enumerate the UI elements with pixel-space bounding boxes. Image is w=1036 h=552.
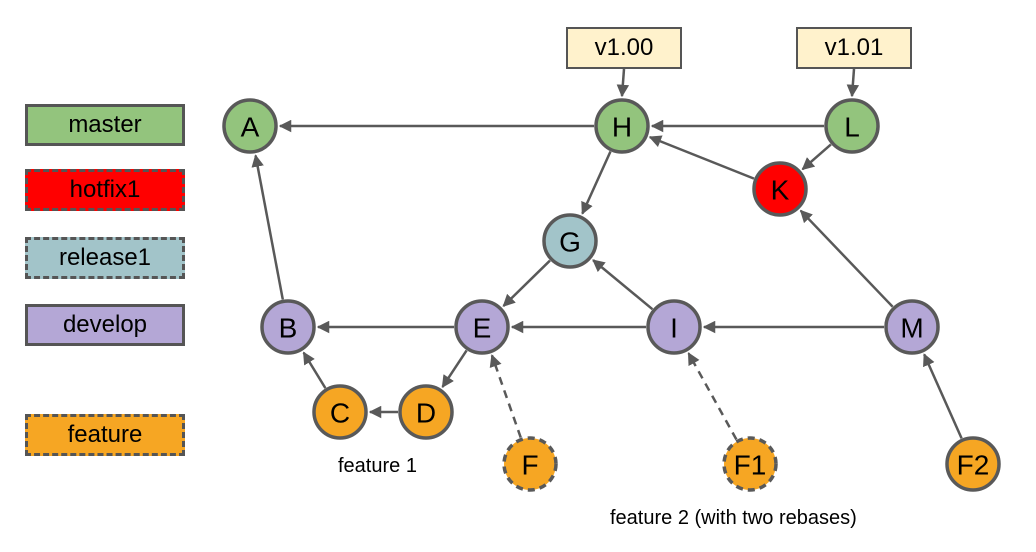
legend-feature-label: feature [67, 421, 143, 448]
commit-circle [222, 98, 278, 154]
commit-node-f1: F1 [722, 436, 778, 492]
tag-v1-00: v1.00 [566, 27, 682, 69]
commit-node-l: L [824, 98, 880, 154]
commit-circle [722, 436, 778, 492]
legend-feature: feature [25, 414, 185, 456]
commit-node-g: G [542, 213, 598, 269]
commit-circle [398, 384, 454, 440]
legend-develop-label: develop [62, 311, 148, 338]
commit-label: I [670, 313, 678, 344]
commit-circle [312, 384, 368, 440]
commit-label: G [559, 227, 581, 258]
commit-label: K [771, 175, 790, 206]
caption-feature-2: feature 2 (with two rebases) [610, 507, 857, 529]
legend-master: master [25, 104, 185, 146]
tag-v1-01-label: v1.01 [824, 34, 884, 61]
caption-feature-1: feature 1 [338, 455, 417, 477]
edge-f-e [489, 354, 522, 438]
commit-label: F2 [957, 450, 990, 481]
tag-arrow-1 [616, 68, 630, 98]
commit-label: L [844, 112, 860, 143]
commit-label: M [900, 313, 923, 344]
commit-label: D [416, 398, 436, 429]
commit-node-b: B [260, 299, 316, 355]
commit-node-m: M [884, 299, 940, 355]
commit-node-a: A [222, 98, 278, 154]
commit-label: B [279, 313, 298, 344]
commit-node-c: C [312, 384, 368, 440]
commit-circle [824, 98, 880, 154]
commit-circle [884, 299, 940, 355]
tag-arrow-2 [846, 68, 860, 98]
edges [251, 68, 963, 441]
tag-v1-01: v1.01 [796, 27, 912, 69]
commit-circle [752, 161, 808, 217]
legend-release-label: release1 [58, 244, 152, 271]
edge-f1-i [687, 352, 738, 441]
commit-label: F [521, 450, 538, 481]
legend-develop: develop [25, 304, 185, 346]
edge-i-g [592, 259, 654, 311]
edge-k-h [648, 135, 755, 180]
commit-node-i: I [646, 299, 702, 355]
commit-node-f2: F2 [945, 436, 1001, 492]
legend-master-label: master [68, 111, 142, 138]
commit-circle [594, 98, 650, 154]
legend-hotfix-label: hotfix1 [69, 176, 141, 203]
edge-e-d [441, 349, 468, 388]
commit-circle [542, 213, 598, 269]
edge-f2-m [923, 353, 963, 439]
commit-label: A [241, 112, 260, 143]
nodes: A H L K G B E I M C D F F1 F2 [222, 98, 1001, 492]
commit-label: C [330, 398, 350, 429]
commit-circle [260, 299, 316, 355]
edge-m-k [799, 209, 894, 308]
commit-node-k: K [752, 161, 808, 217]
commit-circle [502, 436, 558, 492]
edge-h-g [581, 150, 612, 215]
commit-circle [454, 299, 510, 355]
commit-label: E [473, 313, 492, 344]
commit-node-d: D [398, 384, 454, 440]
commit-circle [646, 299, 702, 355]
edge-l-k [801, 143, 832, 171]
commit-label: H [612, 112, 632, 143]
commit-node-e: E [454, 299, 510, 355]
tag-v1-00-label: v1.00 [594, 34, 654, 61]
commit-node-h: H [594, 98, 650, 154]
edge-c-b [302, 351, 327, 389]
edge-g-e [502, 259, 551, 307]
commit-circle [945, 436, 1001, 492]
commit-node-f: F [502, 436, 558, 492]
edge-b-a [251, 154, 285, 300]
commit-label: F1 [734, 450, 767, 481]
legend-hotfix: hotfix1 [25, 169, 185, 211]
legend-release: release1 [25, 237, 185, 279]
